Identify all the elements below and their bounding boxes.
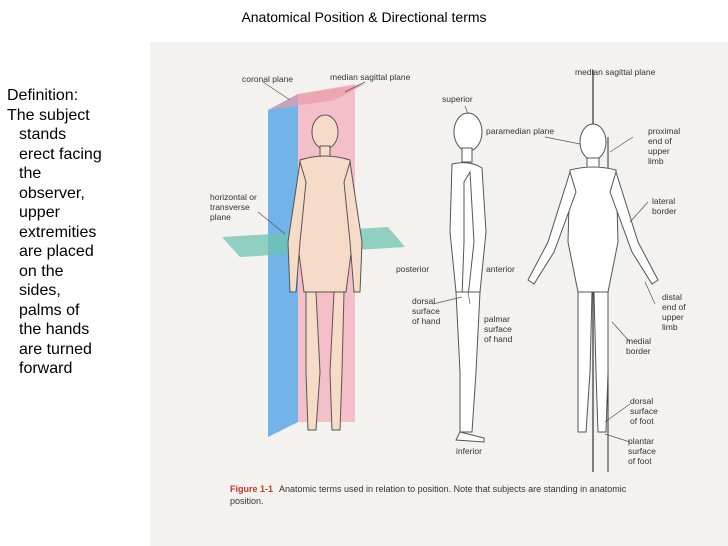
definition-line: upper [19,204,60,221]
inferior-label: inferior [456,446,482,456]
dorsal-foot-label: of foot [630,416,654,426]
distal-end-label: limb [662,322,678,332]
medial-border-label: medial [626,336,651,346]
definition-line: are placed [19,243,94,260]
medial-border-label: border [626,346,651,356]
definition-text: Definition: The subject stands erect fac… [7,86,147,379]
figure-caption-text: Anatomic terms used in relation to posit… [230,484,627,506]
lateral-border-label: border [652,206,677,216]
proximal-end-label: upper [648,146,670,156]
coronal-plane-label: coronal plane [242,74,293,84]
distal-end-label: distal [662,292,682,302]
distal-end-label: end of [662,302,686,312]
dorsal-hand-label: of hand [412,316,441,326]
proximal-end-label: limb [648,156,664,166]
definition-line: on the [19,262,64,280]
anatomy-figure: coronal plane median sagittal plane hori… [150,42,728,546]
palmar-hand-label: surface [484,324,512,334]
definition-body: The subject stands erect facing the obse… [7,106,147,379]
definition-line: erect facing [19,145,102,163]
definition-line: are turned [19,340,92,358]
palmar-hand-label: palmar [484,314,510,324]
anatomy-illustration: coronal plane median sagittal plane hori… [210,67,686,472]
anterior-label: anterior [486,264,515,274]
side-view-figure [449,112,487,443]
slide-title: Anatomical Position & Directional terms [241,9,487,25]
definition-line: observer, [19,184,85,202]
definition-line: forward [19,360,73,377]
plantar-foot-label: of foot [628,456,652,466]
palmar-hand-label: of hand [484,334,513,344]
dorsal-foot-label: surface [630,406,658,416]
dorsal-hand-label: dorsal [412,296,435,306]
definition-line: extremities [19,223,97,241]
definition-line: the [19,165,42,182]
proximal-end-label: proximal [648,126,680,136]
coronal-plane-shape [268,94,298,437]
definition-line: palms of [19,301,80,319]
definition-heading: Definition: [7,87,79,104]
paramedian-plane-label: paramedian plane [486,126,554,136]
figure-caption-label: Figure 1-1 [230,484,274,494]
dorsal-foot-label: dorsal [630,396,653,406]
definition-line: the hands [19,321,90,338]
posterior-label: posterior [396,264,429,274]
proximal-end-label: end of [648,136,672,146]
horizontal-plane-label: horizontal or [210,192,257,202]
median-sagittal-plane-label: median sagittal plane [330,72,411,82]
front-view-figure [527,70,659,472]
dorsal-hand-label: surface [412,306,440,316]
lateral-border-label: lateral [652,196,675,206]
median-sagittal-plane-label: median sagittal plane [575,67,656,77]
superior-label: superior [442,94,473,104]
plantar-foot-label: surface [628,446,656,456]
definition-line: stands [19,126,67,143]
horizontal-plane-label: plane [210,212,231,222]
planes-figure [222,84,405,437]
definition-line: sides, [19,282,61,299]
horizontal-plane-label: transverse [210,202,250,212]
plantar-foot-label: plantar [628,436,654,446]
distal-end-label: upper [662,312,684,322]
definition-line: The subject [7,106,90,124]
